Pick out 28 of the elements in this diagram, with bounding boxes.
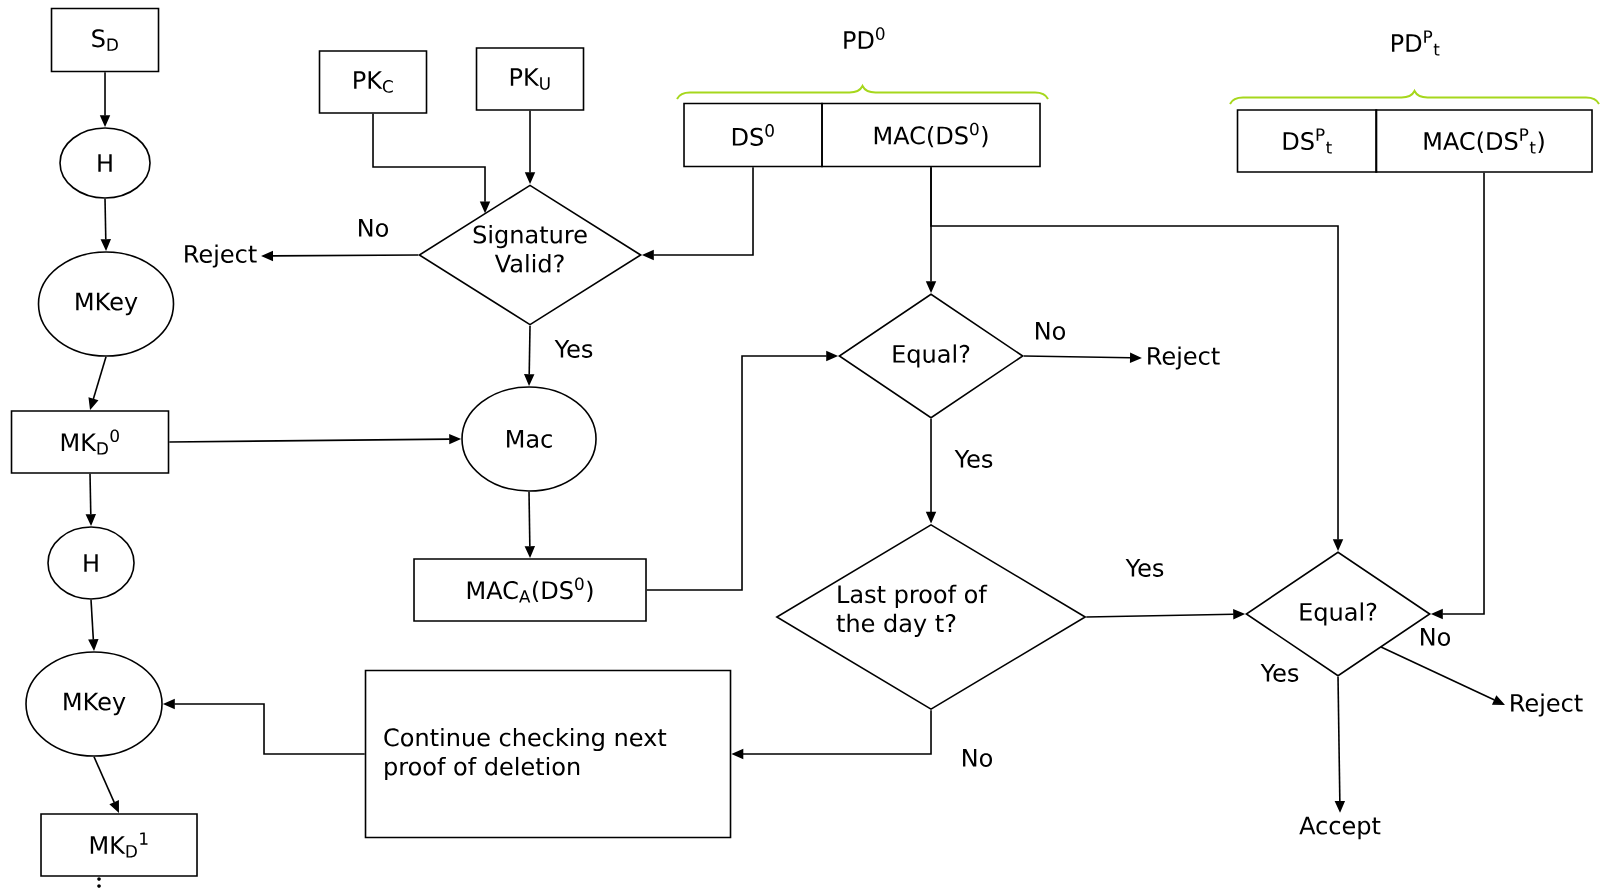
ellipse-node: MKey (37, 251, 175, 357)
outcome-text: Accept (1299, 816, 1381, 840)
process-box: MK$_{D}$0 (10, 410, 170, 474)
brace-label: PD$^{P}$t (1392, 30, 1440, 56)
brace-label: PD$^{0}$ (844, 27, 885, 49)
process-box: PK$_{U}$ (475, 47, 585, 111)
process-box: MK$_{D}$1 (40, 813, 198, 877)
edge-label: Yes (952, 448, 996, 470)
process-box: S$_{D}$ (50, 7, 160, 73)
record-cell: DS$^{0}$ (683, 102, 823, 168)
process-box: MAC$_{A}$(DS$^{0}$) (413, 558, 647, 622)
outcome-text: Reject (1148, 346, 1220, 370)
outcome-text: Reject (185, 244, 257, 268)
process-box: PK$_{C}$ (318, 50, 428, 114)
edge-label: Yes (552, 338, 596, 360)
edge-label: No (958, 747, 996, 769)
ellipse-node: MKey (25, 651, 163, 757)
record-cell: DS$^{P}$t (1236, 109, 1378, 173)
edge-label: No (354, 217, 392, 239)
ellipse-node: H (59, 127, 151, 199)
ellipse-node: Mac (461, 386, 597, 492)
ellipse-node: H (47, 526, 135, 600)
edge-label: No (1031, 320, 1069, 342)
process-box: Continue checking next proof of deletion (364, 669, 732, 839)
edge-label: Yes (1123, 557, 1167, 579)
record-cell: MAC(DS$^{P}$$_{t}$) (1375, 109, 1593, 173)
record-cell: MAC(DS$^{0}$) (821, 102, 1041, 168)
outcome-text: Reject (1511, 693, 1583, 717)
